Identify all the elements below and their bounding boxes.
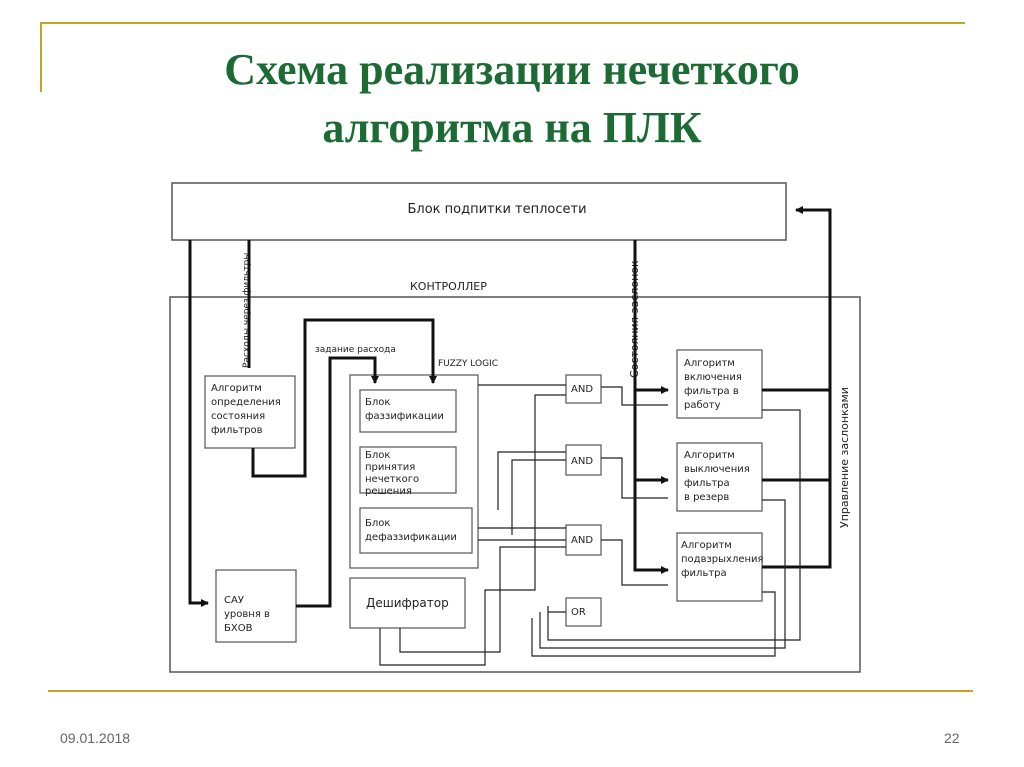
filter-state-line-3: состояния xyxy=(211,411,265,422)
fuzzy-logic-label: FUZZY LOGIC xyxy=(438,359,498,369)
filter-off-line-3: фильтра xyxy=(684,478,730,489)
slide-title-line-1: Схема реализации нечеткого xyxy=(224,45,800,94)
filter-loosen-block: Алгоритм подвзрыхления фильтра xyxy=(676,532,764,602)
and-gate-2: AND xyxy=(565,444,602,476)
controller-frame: КОНТРОЛЛЕР xyxy=(169,280,861,673)
filter-loosen-line-3: фильтра xyxy=(681,568,727,579)
decision-line-1: Блок xyxy=(365,450,390,461)
slide-date: 09.01.2018 xyxy=(60,730,131,746)
fuzzification-block: Блок фаззификации xyxy=(359,389,457,433)
filter-state-line-2: определения xyxy=(211,397,281,408)
flow-through-filters-label: Расходы через фильтры xyxy=(242,253,252,368)
sau-line-3: БХОВ xyxy=(224,623,253,634)
filter-state-line-1: Алгоритм xyxy=(211,383,262,394)
and-gate-1: AND xyxy=(565,374,602,404)
decision-line-4: решения xyxy=(365,486,412,497)
sau-line-1: САУ xyxy=(224,595,244,606)
and-gate-3: AND xyxy=(565,524,602,556)
slide-title-line-2: алгоритма на ПЛК xyxy=(322,103,702,152)
and-gate-3-label: AND xyxy=(571,535,593,546)
filter-loosen-line-1: Алгоритм xyxy=(681,540,732,551)
filter-loosen-line-2: подвзрыхления xyxy=(681,554,764,565)
decision-line-2: принятия xyxy=(365,462,415,473)
filter-on-line-4: работу xyxy=(684,400,721,411)
bottom-accent-line xyxy=(48,690,973,692)
controller-label: КОНТРОЛЛЕР xyxy=(410,280,487,293)
filter-on-line-3: фильтра в xyxy=(684,386,739,397)
fuzzy-decision-block: Блок принятия нечеткого решения xyxy=(359,446,457,497)
filter-on-line-1: Алгоритм xyxy=(684,358,735,369)
left-accent-line xyxy=(40,22,42,92)
fuzzy-logic-frame: FUZZY LOGIC xyxy=(349,359,498,569)
thin-wires xyxy=(379,384,801,666)
top-block: Блок подпитки теплосети xyxy=(171,182,787,241)
filter-off-line-4: в резерв xyxy=(684,492,729,503)
or-gate-label: OR xyxy=(571,607,586,618)
sau-block: САУ уровня в БХОВ xyxy=(215,569,297,643)
defuzzification-block: Блок дефаззификации xyxy=(359,507,473,554)
sau-line-2: уровня в xyxy=(224,609,270,620)
defuzz-line-1: Блок xyxy=(365,518,390,529)
defuzz-line-2: дефаззификации xyxy=(365,532,457,543)
damper-control-label: Управление заслонками xyxy=(838,387,851,528)
fuzzification-line-2: фаззификации xyxy=(365,411,444,422)
and-gate-1-label: AND xyxy=(571,384,593,395)
decision-line-3: нечеткого xyxy=(365,474,419,485)
filter-state-line-4: фильтров xyxy=(211,425,263,436)
filter-off-block: Алгоритм выключения фильтра в резерв xyxy=(676,442,763,512)
thick-wires xyxy=(188,206,832,608)
fuzzification-line-1: Блок xyxy=(365,397,390,408)
or-gate: OR xyxy=(565,597,602,627)
and-gate-2-label: AND xyxy=(571,456,593,467)
decoder-label: Дешифратор xyxy=(366,596,449,610)
slide-page-number: 22 xyxy=(944,730,960,746)
flow-setpoint-label: задание расхода xyxy=(315,345,396,355)
decoder-block: Дешифратор xyxy=(349,577,466,629)
top-accent-line xyxy=(40,22,965,24)
filter-off-line-2: выключения xyxy=(684,464,750,475)
filter-off-line-1: Алгоритм xyxy=(684,450,735,461)
filter-on-line-2: включения xyxy=(684,372,742,383)
filter-on-block: Алгоритм включения фильтра в работу xyxy=(676,349,763,419)
filter-state-algorithm-block: Алгоритм определения состояния фильтров xyxy=(204,375,296,449)
top-block-label: Блок подпитки теплосети xyxy=(407,202,586,217)
